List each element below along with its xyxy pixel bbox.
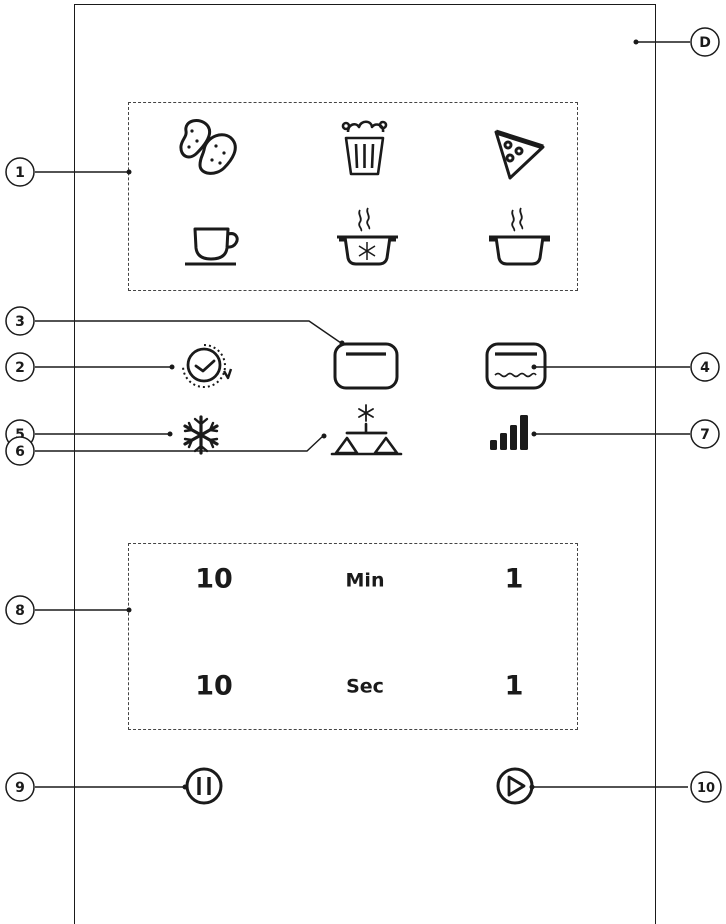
microwave-icon[interactable]	[333, 342, 399, 390]
svg-text:9: 9	[15, 780, 25, 796]
svg-text:7: 7	[700, 427, 710, 443]
callout-7: 7	[690, 419, 720, 449]
pause-icon[interactable]	[185, 767, 223, 805]
display-area	[128, 543, 578, 730]
svg-text:D: D	[699, 35, 711, 51]
pizza-icon[interactable]	[494, 129, 545, 180]
clock-timer-icon[interactable]	[182, 344, 233, 388]
display-sec-label: Sec	[346, 675, 384, 698]
frozen-pot-icon[interactable]	[337, 207, 398, 266]
start-icon[interactable]	[496, 767, 534, 805]
popcorn-icon[interactable]	[341, 120, 388, 176]
callout-8: 8	[5, 595, 35, 625]
svg-text:3: 3	[15, 314, 25, 330]
weight-defrost-icon[interactable]	[330, 404, 403, 456]
diagram-canvas: 1 3 2 5 6 8 9 D 4 7 10	[5, 27, 722, 805]
control-panel	[74, 4, 656, 924]
callout-9: 9	[5, 772, 35, 802]
svg-text:10: 10	[697, 781, 715, 796]
callout-3: 3	[5, 306, 35, 336]
display-min-right: 1	[504, 563, 524, 595]
callout-1: 1	[5, 157, 35, 187]
defrost-icon[interactable]	[183, 415, 219, 455]
svg-text:2: 2	[15, 360, 25, 376]
callout-2: 2	[5, 352, 35, 382]
callout-d: D	[690, 27, 720, 57]
display-min-label: Min	[345, 569, 385, 592]
power-level-icon[interactable]	[490, 415, 528, 450]
svg-text:4: 4	[700, 360, 710, 376]
svg-text:5: 5	[15, 427, 25, 443]
potatoes-icon[interactable]	[179, 118, 237, 175]
beverage-icon[interactable]	[185, 227, 239, 266]
svg-text:8: 8	[15, 603, 25, 619]
pot-icon[interactable]	[489, 207, 550, 266]
svg-text:1: 1	[15, 165, 25, 181]
display-min-left: 10	[195, 563, 233, 595]
auto-menu-area	[128, 102, 578, 291]
display-sec-right: 1	[504, 670, 524, 702]
callout-10: 10	[690, 771, 722, 803]
svg-text:6: 6	[15, 444, 25, 460]
callout-4: 4	[690, 352, 720, 382]
grill-icon[interactable]	[485, 342, 547, 390]
callout-6: 6	[5, 436, 35, 466]
display-sec-left: 10	[195, 670, 233, 702]
